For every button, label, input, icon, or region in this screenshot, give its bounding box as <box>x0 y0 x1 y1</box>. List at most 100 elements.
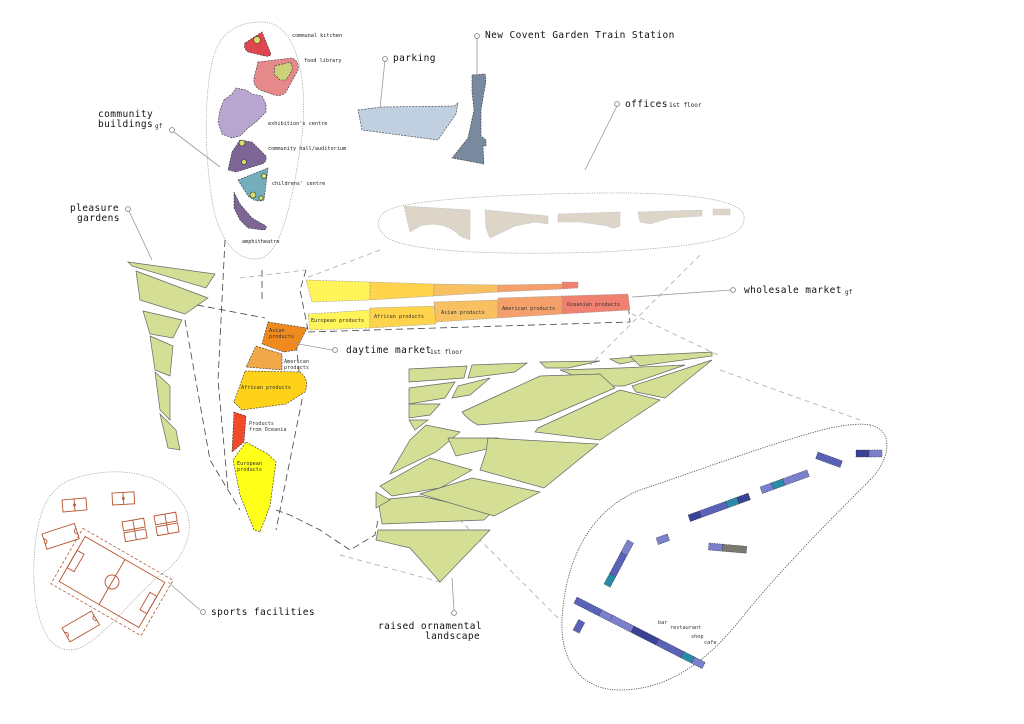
sports-bubble <box>33 471 190 651</box>
daytime-oceania-shape <box>231 411 247 453</box>
wholesale-european-label: European products <box>311 318 364 324</box>
frame-line <box>217 239 229 491</box>
daytime-market-marker <box>332 347 338 353</box>
community-buildings-marker <box>169 127 175 133</box>
community-buildings-bubble <box>205 21 304 260</box>
landscape-parcel <box>451 377 491 399</box>
pleasure-garden-3 <box>142 310 183 339</box>
community-buildings-leader <box>173 131 221 168</box>
childrens-centre-dot-1 <box>261 173 267 179</box>
landscape-parcel <box>389 424 461 475</box>
wholesale-market-sublabel: gf <box>845 289 853 296</box>
community-buildings-sublabel: gf <box>155 123 163 130</box>
pleasure-garden-1 <box>127 261 216 289</box>
landscape-parcel <box>408 365 468 383</box>
daytime-market-label: daytime market <box>346 345 432 356</box>
kiosks-group: bar restaurant shop cafe <box>561 423 888 691</box>
landscape-parcel <box>418 477 542 517</box>
pleasure-gardens-marker <box>125 206 131 212</box>
train-station-shape <box>451 73 487 165</box>
wholesale-american <box>497 295 563 319</box>
kiosk-cafe-label: cafe <box>704 640 717 646</box>
kiosk-single <box>572 619 586 634</box>
parking-label: parking <box>393 53 436 64</box>
frame-line <box>719 369 861 421</box>
parking-shape <box>357 102 459 141</box>
landscape-parcel <box>479 437 599 489</box>
raised-landscape-leader <box>451 577 455 611</box>
food-library-shape <box>253 57 299 96</box>
parking-leader <box>379 59 386 109</box>
offices-block-3 <box>557 211 621 229</box>
wholesale-african-label: African products <box>374 314 424 320</box>
landscape-parcel <box>375 491 391 509</box>
frame-line <box>631 313 721 357</box>
landscape-parcel <box>467 362 529 379</box>
communal-kitchen-dot <box>253 36 261 44</box>
landscape-parcel <box>408 381 456 405</box>
daytime-market-leader <box>292 342 333 351</box>
daytime-african-label: African products <box>241 385 291 391</box>
wholesale-oceanian-label: Oceanian products <box>567 302 620 308</box>
food-library-inner-shape <box>273 61 293 81</box>
daytime-oceania-label-2: from Oceania <box>249 427 286 433</box>
pleasure-garden-2 <box>135 270 209 315</box>
frame-line <box>589 254 701 366</box>
train-station-marker <box>474 33 480 39</box>
offices-block-2 <box>484 209 549 239</box>
childrens-centre-label: childrens' centre <box>272 181 325 187</box>
kiosk-single <box>655 533 670 545</box>
wholesale-american-label: American products <box>502 306 555 312</box>
wholesale-upper-european <box>305 279 371 303</box>
daytime-market-sublabel: 1st floor <box>430 349 463 356</box>
landscape-parcel <box>461 373 616 426</box>
parking-marker <box>382 56 388 62</box>
kiosk-bar-label: bar <box>658 620 667 626</box>
kiosk-restaurant-label: restaurant <box>670 625 701 631</box>
raised-landscape-label-1: raised ornamental <box>378 621 482 632</box>
offices-marker <box>614 101 620 107</box>
community-hall-label: community hall/auditorium <box>268 146 346 152</box>
wholesale-market-leader <box>631 289 732 298</box>
kiosk-row <box>573 596 706 669</box>
sports-facilities-marker <box>200 609 206 615</box>
amphitheatre-label: amphitheatre <box>242 239 279 245</box>
offices-label: offices <box>625 99 668 110</box>
kiosk-row <box>687 492 751 522</box>
kiosk-row <box>708 542 748 554</box>
daytime-asian-shape <box>261 321 308 353</box>
offices-block-5 <box>712 208 731 216</box>
football-pitch-main <box>50 527 174 637</box>
sports-facilities-leader <box>167 581 201 611</box>
frame-line <box>305 249 381 279</box>
landscape-parcel <box>539 360 601 369</box>
kiosk-row <box>759 469 810 494</box>
exhibition-centre-label: exhibition's centre <box>268 121 327 127</box>
daytime-european-label-2: products <box>237 467 262 473</box>
wholesale-african <box>369 305 437 329</box>
wholesale-upper-asian <box>433 283 499 297</box>
communal-kitchen-label: communal kitchen <box>292 33 342 39</box>
train-station-label: New Covent Garden Train Station <box>485 30 675 41</box>
wholesale-asian <box>433 299 499 323</box>
wholesale-upper-oceanian <box>561 281 579 290</box>
communal-kitchen-shape <box>244 31 272 57</box>
frame-line <box>299 269 309 331</box>
landscape-parcel <box>379 457 473 497</box>
community-hall-shape <box>227 139 267 173</box>
wholesale-market-marker <box>730 287 736 293</box>
wholesale-upper-american <box>497 283 563 293</box>
frame-line <box>275 509 379 551</box>
pitch-3 <box>41 522 80 550</box>
daytime-american-label-1: American <box>284 359 309 365</box>
pleasure-gardens-label-1: pleasure <box>70 203 119 214</box>
community-hall-dot-2 <box>241 159 247 165</box>
daytime-african-shape <box>233 370 307 411</box>
wholesale-oceanian <box>561 293 631 315</box>
pleasure-gardens-group <box>127 261 216 451</box>
kiosk-row <box>815 451 843 468</box>
community-buildings-label-2: buildings <box>98 119 153 130</box>
raised-landscape-marker <box>451 610 457 616</box>
landscape-parcel <box>629 351 713 367</box>
